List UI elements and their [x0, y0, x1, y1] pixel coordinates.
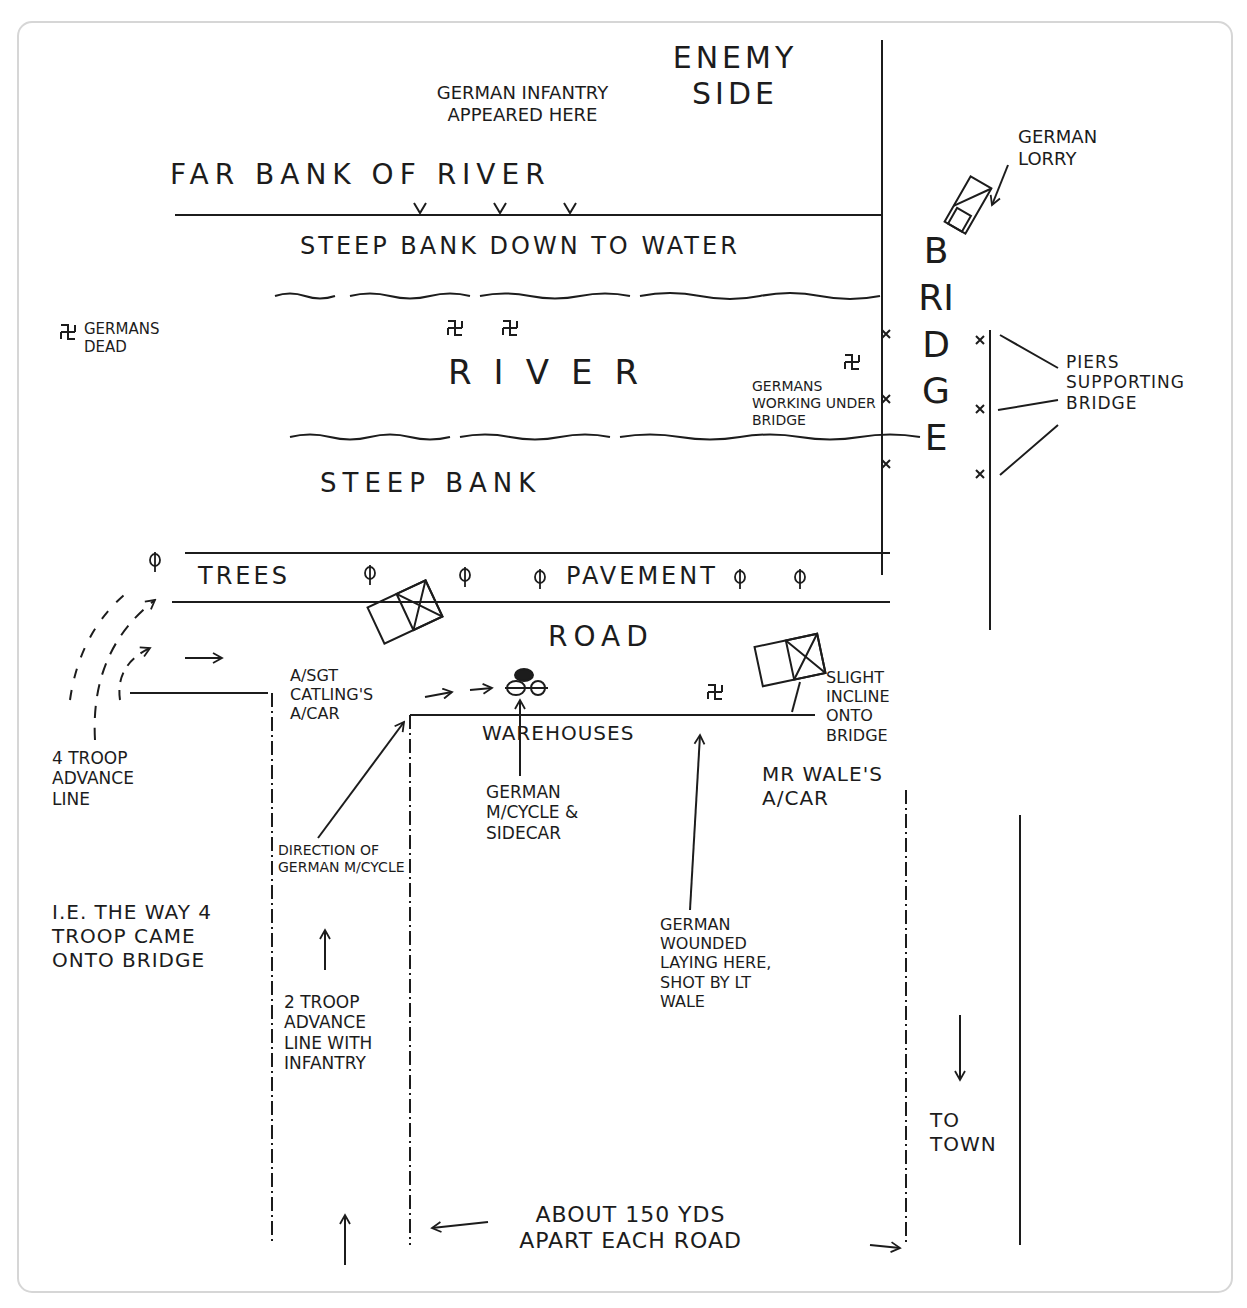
- river-name: RIVER: [448, 352, 660, 393]
- dead-marker: [448, 321, 462, 335]
- pavement-line: [172, 601, 890, 603]
- road-edge: [905, 790, 907, 1245]
- vehicle-label: GERMAN LORRY: [1018, 126, 1148, 169]
- road-edge: [271, 693, 273, 1245]
- bank-name: STEEP BANK DOWN TO WATER: [300, 232, 740, 261]
- bank-name: FAR BANK OF RIVER: [170, 158, 551, 192]
- road-name: ROAD: [548, 620, 654, 654]
- leader-arrow: [690, 735, 700, 910]
- armoured-car: [755, 634, 826, 686]
- note: GERMANS WORKING UNDER BRIDGE: [752, 378, 876, 428]
- map-lines: [130, 40, 1020, 1245]
- distance-note: ABOUT 150 YDS APART EACH ROAD: [498, 1202, 763, 1255]
- dead-marker: [845, 355, 859, 369]
- feature-name: TREES: [198, 562, 290, 591]
- tree-symbol: [150, 552, 160, 572]
- infantry-marks: [414, 203, 576, 213]
- advance-arrow: [119, 648, 150, 700]
- pier-leaders: [998, 335, 1058, 475]
- bridge-edge: [881, 40, 883, 575]
- building-name: WAREHOUSES: [482, 721, 634, 745]
- direction-arrow: [470, 688, 492, 690]
- german-lorry: [945, 176, 992, 233]
- note: GERMAN INFANTRY APPEARED HERE: [405, 82, 640, 125]
- dead-markers: [61, 321, 859, 699]
- water-edge-top: [275, 293, 880, 299]
- leader-arrow: [992, 165, 1008, 205]
- vehicle-label: MR WALE'S A/CAR: [762, 762, 897, 810]
- advance-arrow: [95, 600, 155, 740]
- distance-arrow: [870, 1245, 900, 1248]
- far-bank-line: [175, 214, 882, 216]
- road-edge: [1019, 815, 1021, 1245]
- region-name: ENEMY SIDE: [650, 40, 820, 112]
- note: 4 TROOP ADVANCE LINE: [52, 748, 167, 809]
- tree-symbol: [535, 569, 545, 589]
- direction-arrow: [318, 722, 404, 838]
- tree-symbol: [460, 567, 470, 587]
- bridge-name: BRIDGE: [918, 228, 954, 462]
- note: DIRECTION OF GERMAN M/CYCLE: [278, 842, 406, 876]
- tree-symbol: [735, 569, 745, 589]
- distance-arrow: [432, 1222, 488, 1228]
- arrows: [70, 165, 1058, 1265]
- note: 2 TROOP ADVANCE LINE WITH INFANTRY: [284, 992, 402, 1074]
- to-town-arrow: [959, 1015, 961, 1080]
- note: PIERS SUPPORTING BRIDGE: [1066, 352, 1196, 413]
- dead-marker: [503, 321, 517, 335]
- tree-symbol: [365, 565, 375, 585]
- direction-arrow: [425, 692, 452, 697]
- warehouse-line: [410, 714, 815, 716]
- tree-symbol: [795, 569, 805, 589]
- note: SLIGHT INCLINE ONTO BRIDGE: [826, 668, 904, 745]
- advance-arrow: [70, 590, 130, 700]
- leader-line: [792, 682, 800, 712]
- water-edge-bottom: [290, 435, 920, 440]
- armoured-car: [368, 580, 443, 643]
- page-frame: [18, 22, 1232, 1292]
- vehicle-label: GERMAN M/CYCLE & SIDECAR: [486, 782, 626, 843]
- advance-arrow: [324, 930, 326, 970]
- note: I.E. THE WAY 4 TROOP CAME ONTO BRIDGE: [52, 900, 242, 972]
- road-edge: [130, 692, 268, 694]
- dead-marker: [708, 685, 722, 699]
- trees-line: [185, 552, 890, 554]
- legend-note: GERMANS DEAD: [84, 320, 204, 356]
- vehicle-label: A/SGT CATLING'S A/CAR: [290, 666, 402, 724]
- dead-marker: [61, 325, 75, 339]
- road-edge: [409, 715, 411, 1245]
- note: GERMAN WOUNDED LAYING HERE, SHOT BY LT W…: [660, 915, 800, 1011]
- motorcycle: [505, 669, 548, 695]
- advance-arrow: [185, 657, 222, 659]
- bridge-edge: [989, 330, 991, 630]
- advance-arrow: [344, 1215, 346, 1265]
- bank-name: STEEP BANK: [320, 468, 541, 499]
- direction-label: TO TOWN: [930, 1108, 1015, 1156]
- feature-name: PAVEMENT: [566, 562, 718, 591]
